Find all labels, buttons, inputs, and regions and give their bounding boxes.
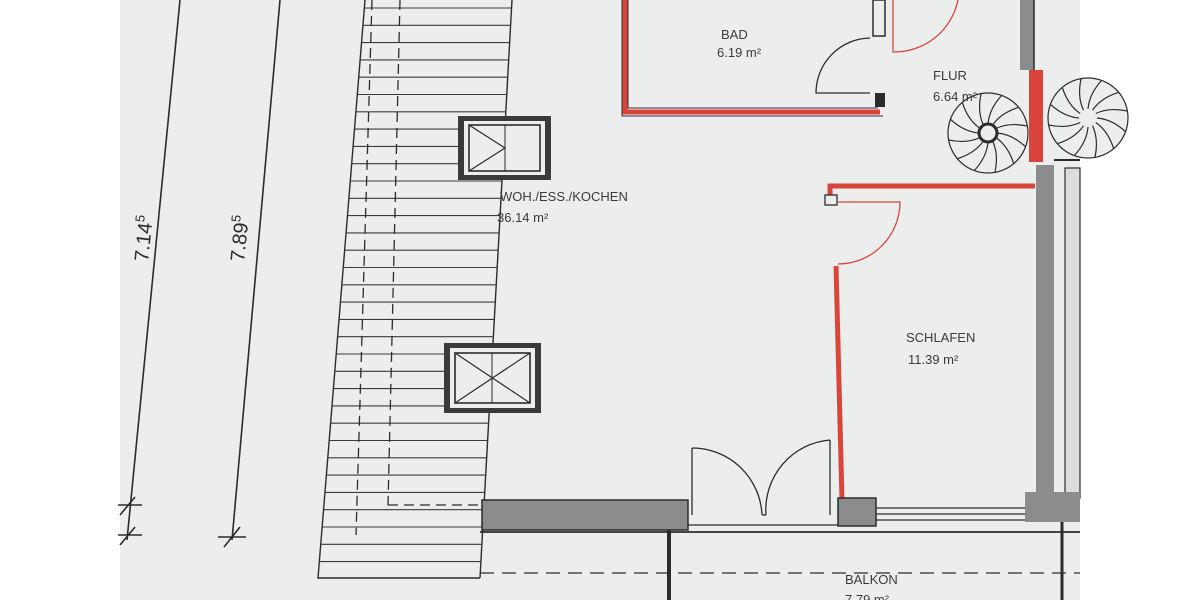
spiral-step <box>1091 125 1098 158</box>
room-area-flur: 6.64 m² <box>933 89 978 104</box>
dim-tick-1c <box>119 496 136 516</box>
balcony-door-left <box>691 447 763 516</box>
floor-edges <box>480 507 1080 600</box>
spiral-step <box>1095 108 1128 115</box>
balcony-door-right <box>765 439 831 516</box>
bad-door-jamb <box>875 93 885 107</box>
spiral-staircase-2 <box>1047 77 1129 159</box>
dim-tick-2b <box>223 526 241 548</box>
spiral-step <box>1073 126 1089 157</box>
dimension-label-2: 7.895 <box>224 214 254 263</box>
spiral-step <box>1057 125 1084 145</box>
wall-outlines <box>621 0 883 117</box>
wall-right-column <box>1036 165 1054 505</box>
room-name-flur: FLUR <box>933 68 967 83</box>
dimension-label-1: 7.145 <box>128 214 158 263</box>
stair-dashed-line-2 <box>355 0 373 536</box>
spiral-step <box>1096 117 1127 133</box>
room-area-wohnen: 36.14 m² <box>497 210 549 225</box>
bad-door-swing <box>815 37 871 94</box>
spiral-step <box>1095 122 1115 149</box>
wall-schlafen-left <box>833 265 845 501</box>
room-area-schlafen: 11.39 m² <box>908 352 959 367</box>
schlafen-door-swing <box>837 201 901 265</box>
spiral-step <box>949 118 980 134</box>
wall-bad <box>622 0 880 115</box>
spiral-step <box>992 106 1019 126</box>
dimension-line-1 <box>126 0 181 541</box>
spiral-step <box>1049 103 1080 119</box>
wall-bottom-left <box>481 499 689 531</box>
room-name-balkon: BALKON <box>845 572 898 587</box>
spiral-step <box>996 132 1027 148</box>
spiral-step <box>1092 91 1119 111</box>
spiral-step <box>995 137 1015 164</box>
staircase <box>317 0 513 579</box>
room-area-bad: 6.19 m² <box>717 45 762 60</box>
spiral-step <box>1078 78 1085 111</box>
spiral-staircase <box>947 92 1029 174</box>
spiral-step <box>957 140 984 160</box>
wall-pillar-schlafen <box>837 497 877 527</box>
wall-schlafen-top <box>827 183 1035 196</box>
spiral-step <box>991 140 998 173</box>
dim-tick-1d <box>119 526 136 546</box>
spiral-step <box>978 93 985 126</box>
spiral-step <box>1087 79 1103 110</box>
room-name-schlafen: SCHLAFEN <box>906 330 975 345</box>
spiral-step <box>1061 87 1081 114</box>
wall-right-top <box>1020 0 1034 70</box>
room-area-balkon: 7.79 m² <box>845 592 890 600</box>
spiral-step <box>995 123 1028 130</box>
spiral-step <box>1048 121 1081 128</box>
dimension-lines <box>118 0 281 548</box>
room-name-wohnen: WOH./ESS./KOCHEN <box>500 189 628 204</box>
wall-pillar-right <box>1025 492 1080 522</box>
spiral-step <box>973 141 989 172</box>
flur-door-swing <box>892 0 959 53</box>
doors <box>691 0 959 516</box>
existing-walls <box>481 0 1081 531</box>
spiral-step <box>987 94 1003 125</box>
stair-outline <box>317 0 480 579</box>
spiral-step <box>948 136 981 143</box>
room-name-bad: BAD <box>721 27 748 42</box>
skylight-lower <box>444 343 541 413</box>
margin-left <box>0 0 120 600</box>
skylight-upper <box>458 116 551 180</box>
stair-dashed-line-1 <box>387 0 401 506</box>
wall-right-thin <box>1064 167 1081 499</box>
bad-wall-end <box>872 0 886 37</box>
dimension-line-2 <box>231 0 281 541</box>
wall-flur-column <box>1029 70 1043 162</box>
stair-edge-right <box>479 0 513 579</box>
schlafen-door-jamb <box>824 194 838 206</box>
spiral-step <box>961 102 981 129</box>
